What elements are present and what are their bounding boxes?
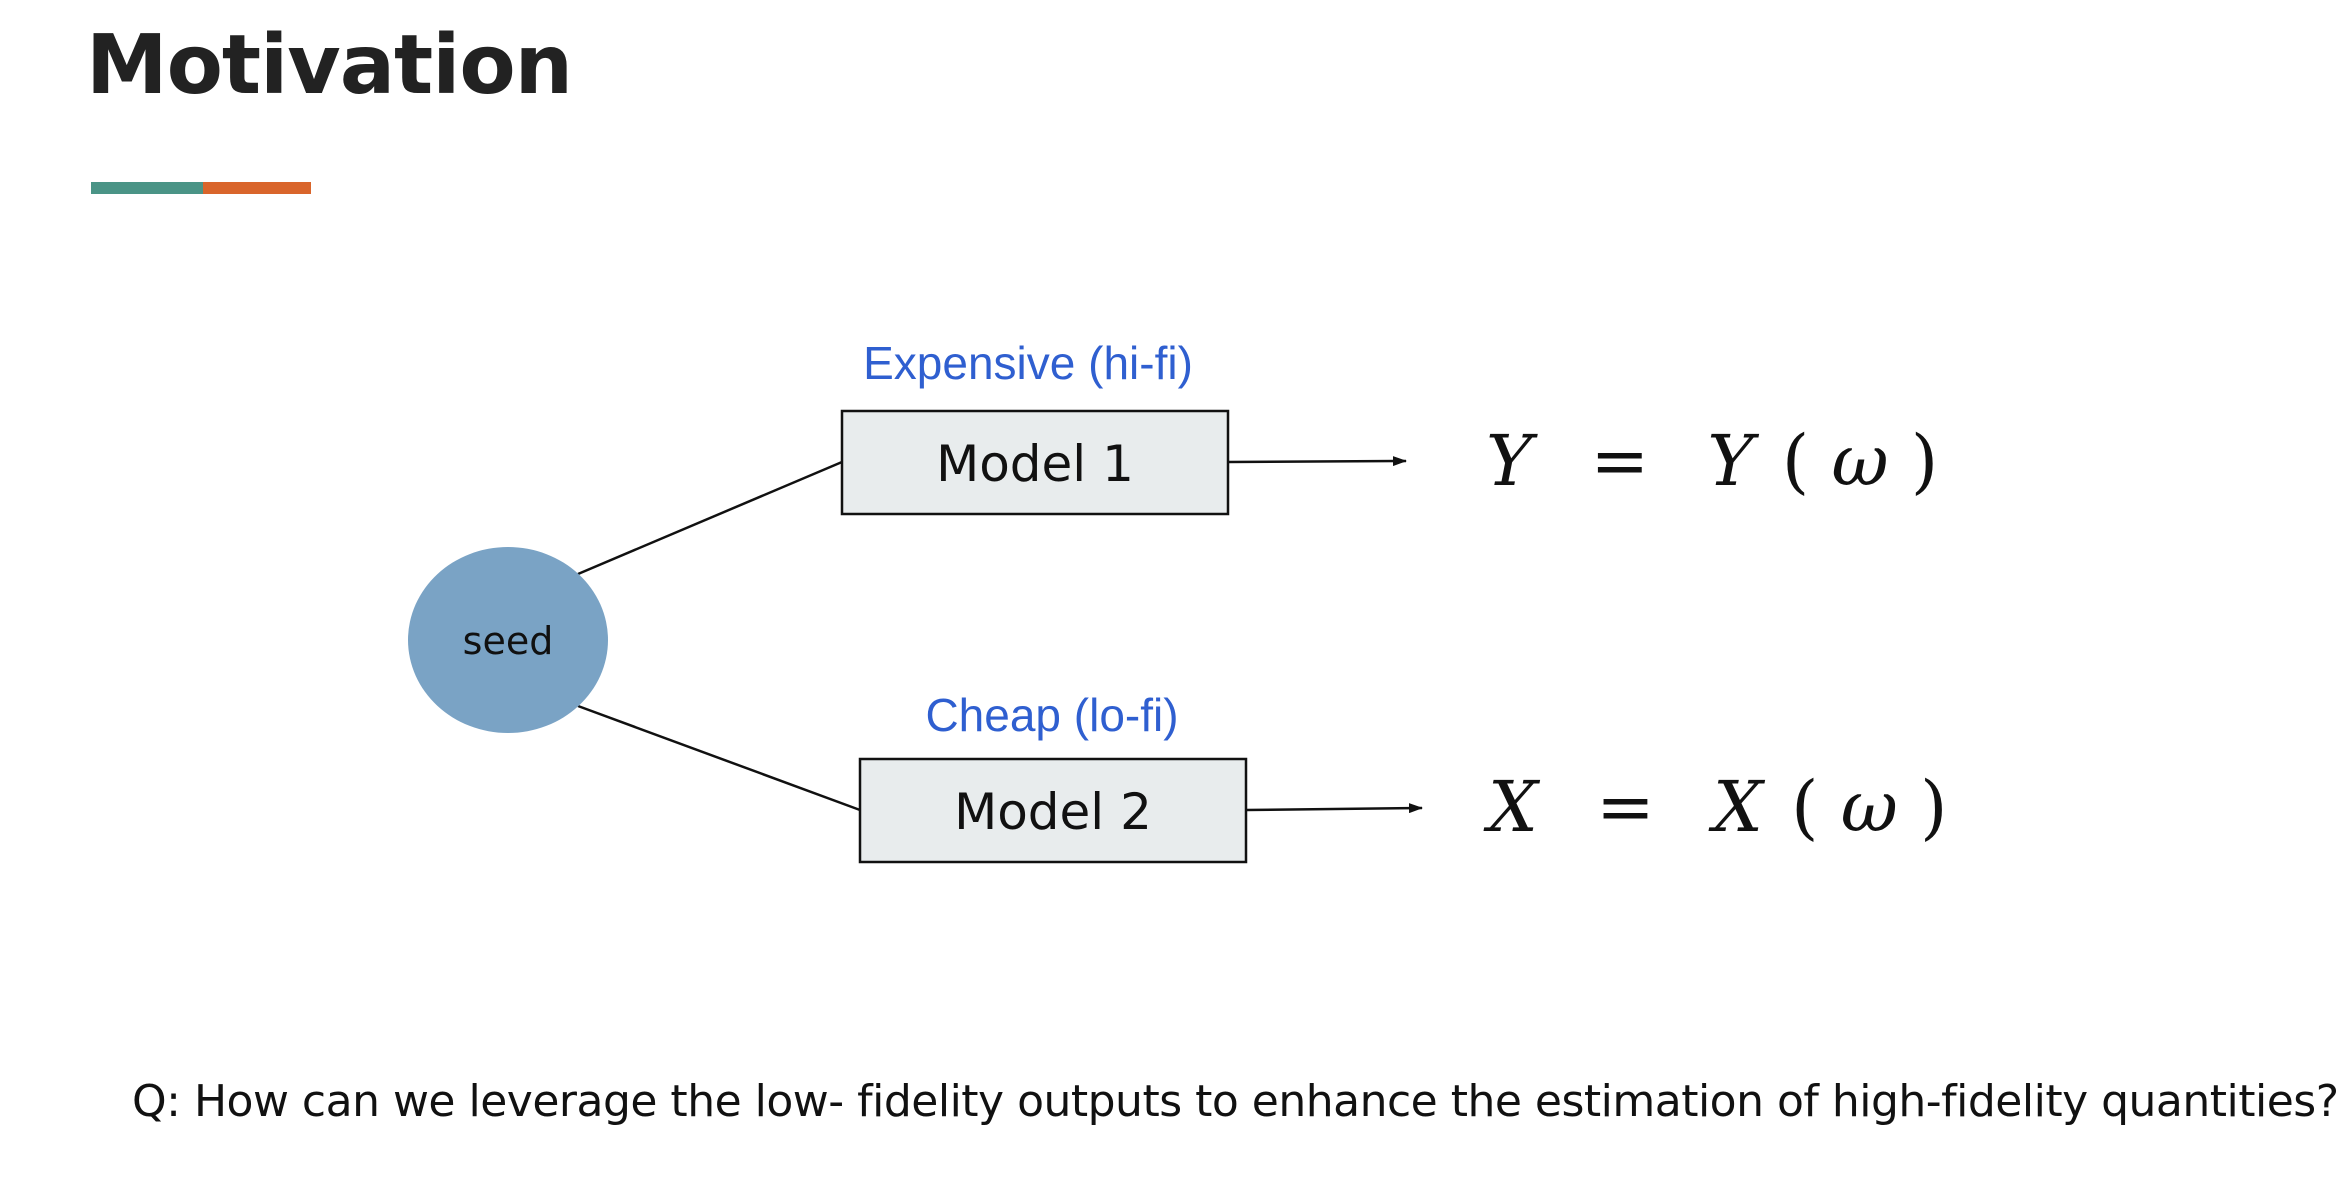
- seed-to-model-1-connector: [577, 460, 843, 576]
- seed-to-model-2-connector: [577, 704, 861, 812]
- slide-title: Motivation: [86, 18, 573, 113]
- model-1-name: Model 1: [936, 435, 1134, 493]
- model-2-output-equation: X = X ( ω ): [1483, 766, 1947, 848]
- model-1-box: Model 1: [840, 409, 1230, 516]
- accent-bar-teal: [91, 182, 203, 194]
- model-2-box: Model 2: [858, 757, 1248, 864]
- model-2-name: Model 2: [954, 783, 1152, 841]
- seed-label: seed: [463, 619, 554, 663]
- accent-bar-orange: [203, 182, 311, 194]
- model-2-fidelity-label: Cheap (lo-fi): [925, 689, 1178, 741]
- model-1-output-arrow: [1227, 456, 1407, 467]
- model-1-fidelity-label: Expensive (hi-fi): [863, 337, 1193, 389]
- seed-node: seed: [408, 547, 608, 733]
- research-question: Q: How can we leverage the low- fidelity…: [132, 1076, 2339, 1127]
- model-2-output-arrow: [1245, 803, 1423, 814]
- model-1-output-equation: Y = Y ( ω ): [1486, 420, 1938, 502]
